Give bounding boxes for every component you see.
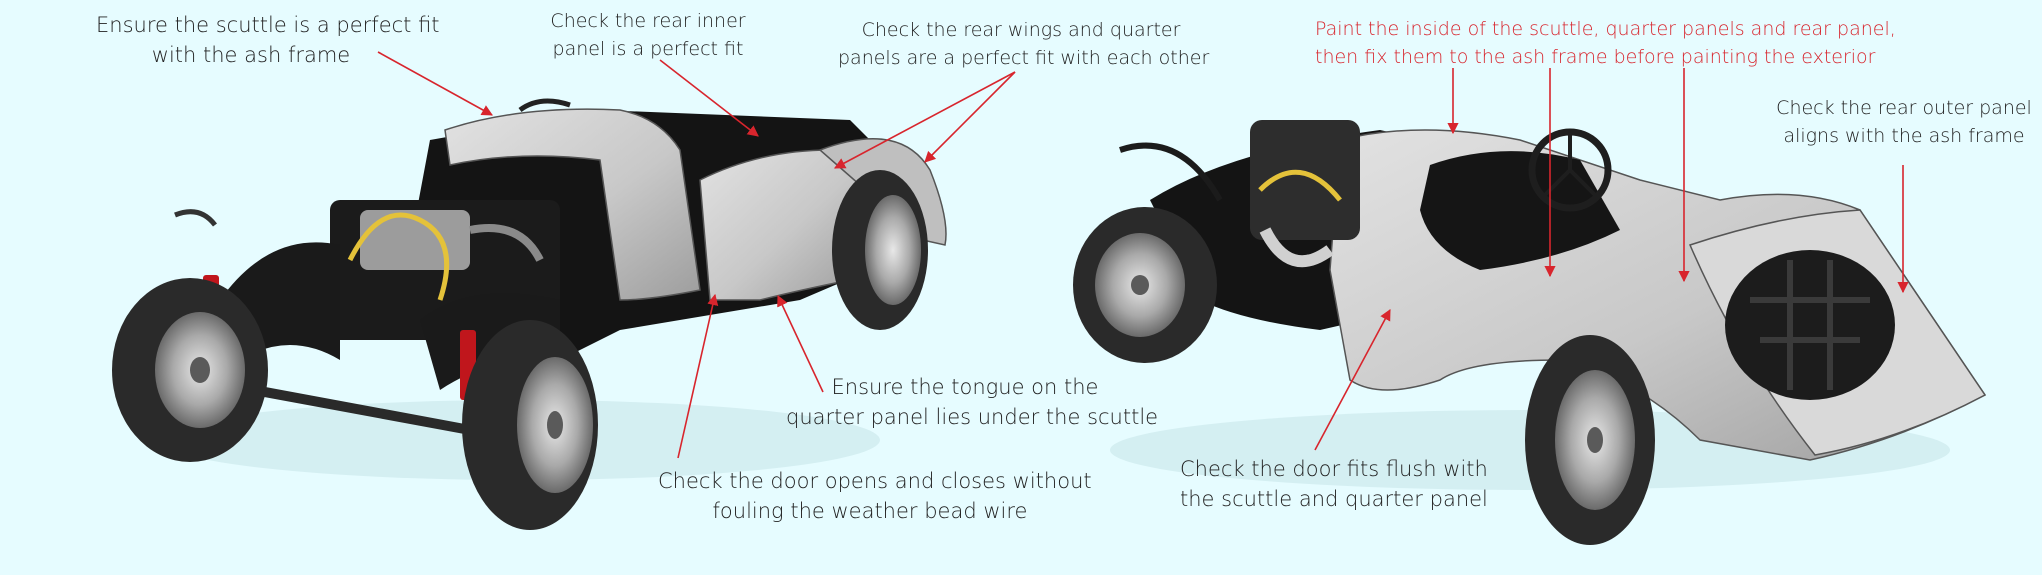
label-scuttle-fit: Ensure the scuttle is a perfect fit with…	[96, 10, 440, 71]
left-car-illustration	[112, 98, 947, 530]
label-rear-outer: Check the rear outer panel aligns with t…	[1776, 95, 2032, 150]
label-door-flush-line1: Check the door fits flush with	[1180, 457, 1488, 481]
arrow-rear-inner	[659, 59, 759, 137]
left-car-rear-wheel	[832, 170, 928, 330]
label-tongue: Ensure the tongue on the quarter panel l…	[786, 372, 1159, 433]
label-rear-outer-line1: Check the rear outer panel	[1776, 97, 2032, 119]
right-car-rear-wheel	[1525, 335, 1655, 545]
arrow-tongue	[777, 294, 824, 393]
label-rear-wings-line1: Check the rear wings and quarter	[861, 19, 1181, 41]
label-tongue-line2: quarter panel lies under the scuttle	[786, 405, 1159, 430]
arrow-door-opens	[677, 293, 719, 459]
right-car-spare-wheel-opening	[1725, 250, 1895, 400]
label-paint-inside-line1: Paint the inside of the scuttle, quarter…	[1315, 18, 1896, 40]
arrow-door-flush	[1314, 309, 1391, 451]
arrow-rear-wings-a	[834, 71, 1016, 169]
label-door-opens-line2: fouling the weather bead wire	[712, 499, 1028, 524]
label-door-flush: Check the door fits flush with the scutt…	[1180, 454, 1488, 515]
left-car-scuttle	[444, 108, 701, 301]
label-rear-wings-line2: panels are a perfect fit with each other	[838, 46, 1210, 69]
label-scuttle-fit-line1: Ensure the scuttle is a perfect fit	[96, 13, 440, 37]
right-car-illustration	[1073, 120, 1987, 545]
label-paint-inside-line2: then fix them to the ash frame before pa…	[1315, 45, 1876, 68]
label-rear-outer-line2: aligns with the ash frame	[1783, 124, 2025, 147]
label-door-opens: Check the door opens and closes without …	[658, 466, 1092, 527]
right-car-steering-wheel	[1528, 128, 1612, 212]
label-rear-inner: Check the rear inner panel is a perfect …	[548, 8, 748, 63]
label-scuttle-fit-line2: with the ash frame	[151, 43, 351, 68]
label-door-opens-line1: Check the door opens and closes without	[658, 469, 1092, 493]
arrow-rear-wings-b	[924, 71, 1016, 163]
left-car-front-right-wheel	[462, 320, 598, 530]
label-paint-inside: Paint the inside of the scuttle, quarter…	[1315, 16, 1896, 71]
arrow-scuttle-fit	[377, 51, 493, 116]
label-rear-wings: Check the rear wings and quarter panels …	[838, 17, 1210, 72]
callout-arrows	[377, 51, 1909, 459]
right-car-front-wheel	[1073, 207, 1217, 363]
label-door-flush-line2: the scuttle and quarter panel	[1180, 487, 1488, 512]
label-tongue-line1: Ensure the tongue on the	[831, 375, 1099, 399]
label-rear-inner-line1: Check the rear inner	[550, 10, 746, 32]
label-rear-inner-line2: panel is a perfect fit	[552, 37, 744, 60]
left-car-front-left-wheel	[112, 278, 268, 462]
